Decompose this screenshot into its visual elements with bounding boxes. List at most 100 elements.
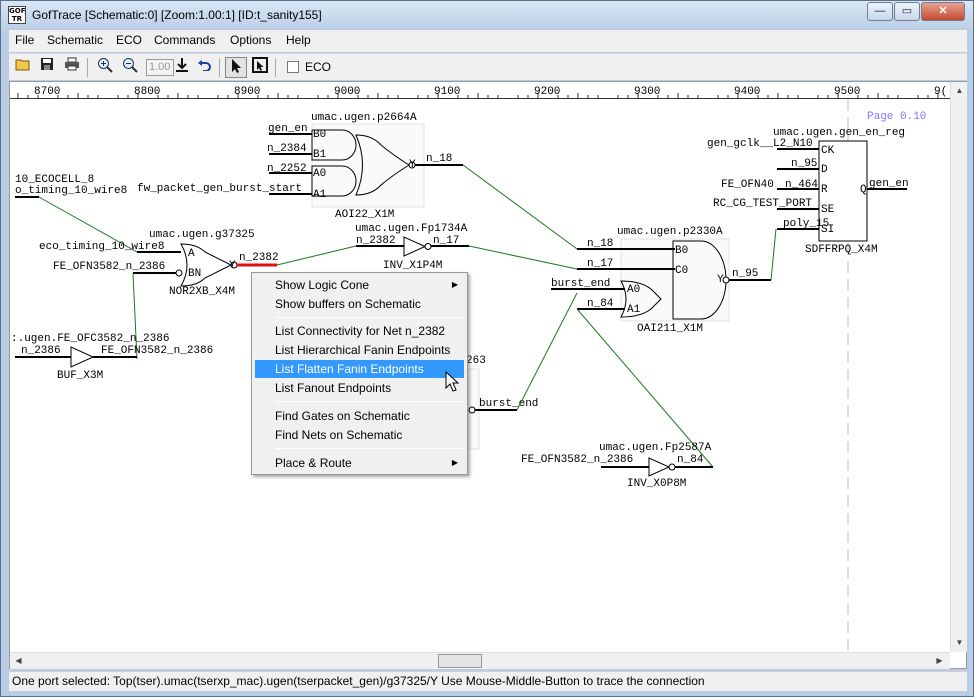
- inverter-shape: [648, 457, 671, 477]
- select-arrow-icon[interactable]: [225, 57, 247, 78]
- wire[interactable]: [770, 228, 777, 281]
- page-label: Page 0.10: [867, 111, 926, 123]
- flipflop-shape[interactable]: [818, 140, 868, 242]
- menu-show-logic-cone[interactable]: Show Logic Cone ▶: [255, 276, 464, 294]
- menu-options[interactable]: Options: [230, 33, 272, 47]
- coordinate-ruler: 8700 8800 8900 9000 9100 9200 9300 9400 …: [10, 82, 950, 99]
- download-icon[interactable]: [171, 57, 193, 78]
- cell-name: SDFFRPQ_X4M: [805, 244, 878, 256]
- menu-place-route[interactable]: Place & Route ▶: [255, 454, 464, 472]
- pin-label: BN: [188, 268, 201, 280]
- net-label: eco_timing_10_wire8: [39, 241, 164, 253]
- menu-list-fanout[interactable]: List Fanout Endpoints: [255, 379, 464, 397]
- instance-name: umac.ugen.Fp2587A: [599, 442, 712, 454]
- pin-label: SI: [821, 224, 834, 236]
- ruler-label: 8900: [234, 86, 260, 98]
- net-label: gen_gclk__L2_N10: [707, 138, 813, 150]
- zoom-in-icon[interactable]: [94, 57, 116, 78]
- ruler-label: 9400: [734, 86, 760, 98]
- inverter-shape: [403, 236, 427, 257]
- net-label: n_2386: [21, 345, 61, 357]
- close-button[interactable]: ✕: [921, 2, 965, 21]
- eco-checkbox-label: ECO: [305, 60, 332, 74]
- pin-label: A0: [627, 284, 640, 296]
- net-label: o_timing_10_wire8: [15, 185, 127, 197]
- pin-label: B0: [675, 245, 688, 257]
- pin-label: A1: [313, 189, 327, 201]
- cell-name: INV_X1P4M: [383, 260, 442, 272]
- cell-name: INV_X0P8M: [627, 478, 686, 490]
- net-label: n_95: [791, 158, 817, 170]
- menu-file[interactable]: File: [15, 33, 35, 47]
- wire[interactable]: [462, 164, 578, 250]
- toolbar: 1.00 ECO: [9, 53, 967, 80]
- schematic-drawing[interactable]: Page 0.10 umac.ugen.p2664A AOI22_X1M B0 …: [10, 99, 950, 652]
- minimize-button[interactable]: —: [867, 2, 893, 21]
- status-bar: One port selected: Top(tser).umac(tserxp…: [9, 671, 967, 691]
- menu-show-buffers[interactable]: Show buffers on Schematic: [255, 295, 464, 313]
- instance-name: umac.ugen.p2330A: [617, 226, 723, 238]
- zoom-level-input[interactable]: 1.00: [146, 59, 174, 76]
- submenu-arrow-icon: ▶: [451, 458, 458, 467]
- instance-name: :.ugen.FE_OFC3582_n_2386: [11, 333, 169, 345]
- menu-item-label: Show Logic Cone: [275, 278, 370, 292]
- ruler-label: 9200: [534, 86, 560, 98]
- and-gate-shape: [311, 165, 357, 197]
- vertical-scrollbar[interactable]: ▲ ▼: [950, 82, 967, 652]
- menu-item-label: Find Gates on Schematic: [275, 409, 410, 423]
- ruler-label: 8800: [134, 86, 160, 98]
- net-label: gen_en: [268, 123, 308, 135]
- menu-find-nets[interactable]: Find Nets on Schematic: [255, 426, 464, 444]
- open-icon[interactable]: [12, 57, 34, 78]
- save-icon[interactable]: [36, 57, 58, 78]
- pin-label: Y: [409, 159, 416, 171]
- submenu-arrow-icon: ▶: [451, 280, 458, 289]
- menu-help[interactable]: Help: [286, 33, 311, 47]
- menu-commands[interactable]: Commands: [154, 33, 216, 47]
- select-window-icon[interactable]: [249, 57, 271, 78]
- scroll-up-icon[interactable]: ▲: [955, 86, 964, 95]
- wire[interactable]: [38, 196, 138, 253]
- menu-item-label: List Connectivity for Net n_2382: [275, 324, 446, 338]
- pin-label: R: [821, 184, 828, 196]
- eco-checkbox[interactable]: [287, 61, 299, 73]
- menu-eco[interactable]: ECO: [116, 33, 143, 47]
- net-label: poly_15: [783, 218, 829, 230]
- undo-icon[interactable]: [193, 57, 215, 78]
- zoom-out-icon[interactable]: [119, 57, 141, 78]
- menu-list-flatten-fanin[interactable]: List Flatten Fanin Endpoints: [255, 360, 464, 378]
- menu-schematic[interactable]: Schematic: [47, 33, 104, 47]
- menu-separator: [275, 317, 462, 318]
- menu-item-label: List Fanout Endpoints: [275, 381, 392, 395]
- net-label: n_84: [587, 298, 614, 310]
- wire[interactable]: [516, 292, 578, 411]
- menu-list-connectivity[interactable]: List Connectivity for Net n_2382: [255, 322, 464, 340]
- menu-list-hier-fanin[interactable]: List Hierarchical Fanin Endpoints: [255, 341, 464, 359]
- wire[interactable]: [576, 308, 714, 468]
- scroll-thumb[interactable]: [438, 654, 482, 668]
- scroll-down-icon[interactable]: ▼: [955, 638, 964, 647]
- horizontal-scrollbar[interactable]: ◀ ▶: [10, 652, 950, 669]
- toolbar-separator: [275, 58, 276, 77]
- schematic-canvas[interactable]: 8700 8800 8900 9000 9100 9200 9300 9400 …: [9, 81, 967, 669]
- pin-label: C0: [675, 265, 688, 277]
- scroll-left-icon[interactable]: ◀: [15, 656, 22, 665]
- maximize-button[interactable]: ▭: [894, 2, 920, 21]
- net-label: gen_en: [869, 178, 909, 190]
- context-menu: Show Logic Cone ▶ Show buffers on Schema…: [251, 272, 468, 475]
- print-icon[interactable]: [61, 57, 83, 78]
- wire[interactable]: [132, 272, 138, 360]
- and-gate-shape: [311, 129, 357, 161]
- wire[interactable]: [276, 245, 357, 266]
- scroll-right-icon[interactable]: ▶: [936, 656, 943, 665]
- pin-label: SE: [821, 204, 835, 216]
- menu-find-gates[interactable]: Find Gates on Schematic: [255, 407, 464, 425]
- menu-item-label: Show buffers on Schematic: [275, 297, 421, 311]
- title-bar[interactable]: GOF TR GofTrace [Schematic:0] [Zoom:1.00…: [1, 1, 973, 29]
- pin-label: D: [821, 164, 828, 176]
- cell-name: AOI22_X1M: [335, 209, 394, 221]
- wire[interactable]: [468, 245, 578, 270]
- instance-name: umac.ugen.g37325: [149, 229, 255, 241]
- net-label: burst_end: [551, 278, 610, 290]
- net-label: FE_OFN3582_n_2386: [101, 345, 213, 357]
